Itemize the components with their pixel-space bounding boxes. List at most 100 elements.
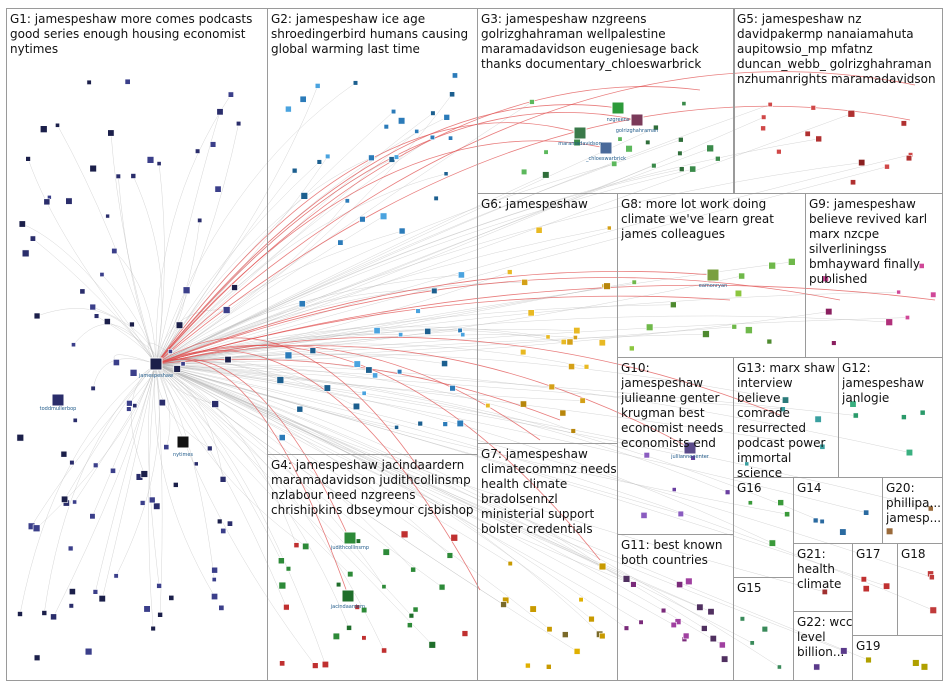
network-node <box>84 647 93 656</box>
network-node <box>545 663 552 670</box>
network-node <box>433 195 439 201</box>
network-node <box>293 542 300 548</box>
network-node <box>715 156 721 162</box>
network-node <box>446 552 454 559</box>
network-node <box>927 505 934 512</box>
network-node <box>863 509 870 516</box>
network-edge <box>95 363 157 592</box>
network-node <box>285 566 292 572</box>
node-label-eamonryan: eamonryan <box>699 283 728 289</box>
network-edge <box>155 363 844 652</box>
network-node <box>696 603 704 611</box>
network-edge <box>155 363 326 665</box>
network-node <box>520 168 528 176</box>
network-node <box>113 573 119 579</box>
group-box-g4: G4: jamespeshaw jacindaardern maramadavi… <box>267 454 478 681</box>
network-edge-hub <box>155 86 701 365</box>
network-node <box>884 163 890 170</box>
network-node <box>724 489 731 495</box>
network-node <box>448 135 453 141</box>
network-node <box>337 239 344 246</box>
network-node <box>126 406 132 412</box>
network-node <box>140 470 148 478</box>
network-edge <box>155 170 295 365</box>
network-node <box>929 606 937 614</box>
network-node <box>677 510 684 518</box>
network-node <box>17 611 23 617</box>
network-node <box>359 216 366 223</box>
network-node <box>560 338 567 345</box>
node-label-nzgreens: nzgreens <box>607 117 630 123</box>
group-box-g15: G15 <box>733 577 794 681</box>
network-node <box>150 625 156 632</box>
group-label-g5: G5: jamespeshaw nz davidpakermp nanaiama… <box>737 12 936 86</box>
network-node <box>905 155 913 162</box>
network-node <box>606 225 612 231</box>
network-node <box>332 632 340 640</box>
network-edge <box>155 363 728 493</box>
network-node <box>41 610 48 616</box>
network-edge <box>118 176 157 365</box>
network-node <box>674 618 682 625</box>
network-node <box>43 198 51 206</box>
network-node <box>113 359 120 366</box>
network-edge <box>155 363 603 567</box>
network-edge <box>155 363 634 585</box>
node-label-judithcollinsmp: judithcollinsmp <box>330 545 369 551</box>
network-node <box>354 604 360 610</box>
network-node <box>457 271 465 279</box>
network-node <box>231 284 238 291</box>
network-node <box>768 261 776 270</box>
network-node <box>156 161 162 166</box>
network-node <box>400 530 409 539</box>
network-node <box>394 424 399 430</box>
network-edge-hub <box>155 345 601 561</box>
group-label-g15: G15 <box>737 581 762 595</box>
group-label-g11: G11: best known both countries <box>621 538 723 567</box>
network-node <box>428 641 436 649</box>
network-node <box>622 575 631 583</box>
network-node <box>701 625 708 632</box>
network-node <box>398 227 406 235</box>
network-edge <box>148 363 157 629</box>
network-node <box>383 124 389 130</box>
network-node <box>18 220 26 228</box>
network-node <box>72 499 77 505</box>
network-edge <box>155 363 163 615</box>
network-edge <box>155 282 525 365</box>
group-box-g10: G10: jamespeshaw julieanne genter krugma… <box>617 357 734 535</box>
network-node <box>130 173 137 179</box>
network-edge-hub <box>155 336 781 416</box>
network-node <box>29 235 36 242</box>
network-node <box>373 327 381 335</box>
group-box-g11: G11: best known both countries <box>617 534 734 681</box>
network-node <box>211 593 218 601</box>
network-node <box>111 248 118 255</box>
network-node <box>382 548 390 556</box>
group-label-g19: G19 <box>856 639 881 653</box>
network-node <box>858 159 866 167</box>
network-node <box>734 289 743 298</box>
network-node <box>93 462 99 468</box>
node-layer <box>16 72 937 671</box>
network-node <box>156 583 162 589</box>
network-edge <box>155 137 433 365</box>
node-label-nytimes: nytimes <box>173 452 193 458</box>
network-node-major <box>343 531 357 545</box>
network-node <box>653 124 659 131</box>
network-edge <box>155 363 783 410</box>
network-node <box>651 163 657 169</box>
network-node <box>900 120 907 127</box>
network-node <box>623 625 630 631</box>
network-node <box>784 511 790 518</box>
network-node <box>788 258 796 266</box>
network-node <box>415 308 421 314</box>
network-edge <box>155 163 615 365</box>
network-edge <box>155 104 771 365</box>
network-edge <box>155 154 911 365</box>
network-node <box>107 129 115 137</box>
network-edge <box>57 125 157 365</box>
network-node <box>182 286 191 294</box>
network-edge <box>155 363 825 593</box>
network-node <box>72 417 78 423</box>
